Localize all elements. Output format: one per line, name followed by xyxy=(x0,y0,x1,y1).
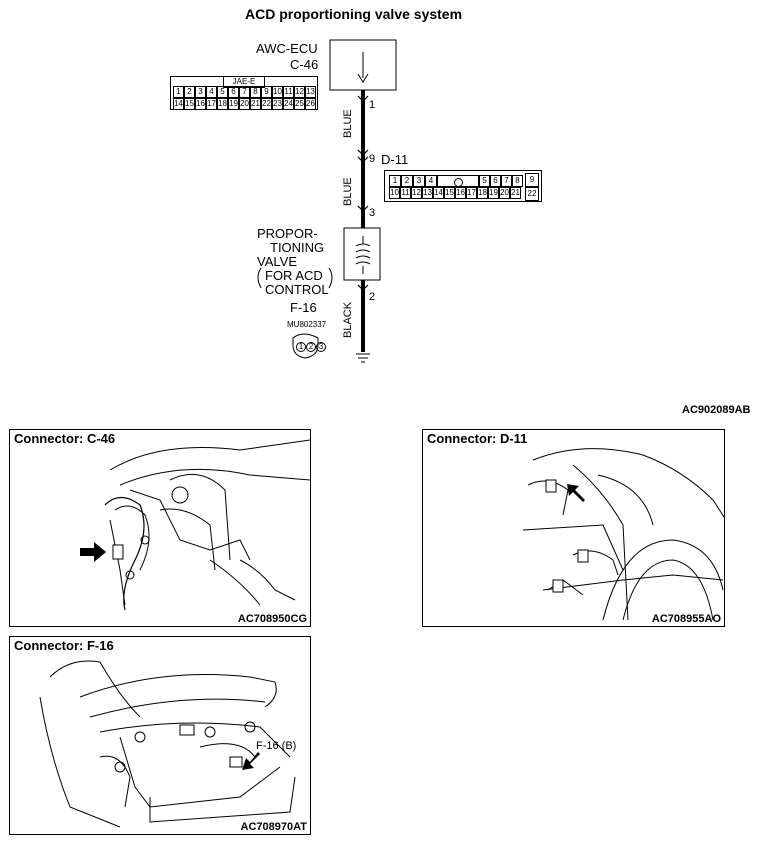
connector-pin: 10 xyxy=(389,187,400,199)
panel-connector-f16: Connector: F-16 F-16 (B) AC708970AT xyxy=(9,636,311,835)
connector-pin: 5 xyxy=(217,86,228,98)
connector-pin: 24 xyxy=(283,98,294,110)
connector-pin: 17 xyxy=(206,98,217,110)
connector-pin: 18 xyxy=(217,98,228,110)
connector-pin: 6 xyxy=(228,86,239,98)
connector-pin: 7 xyxy=(239,86,250,98)
panel-code-c46: AC708950CG xyxy=(237,613,307,625)
f16-pin: 2 xyxy=(306,342,316,352)
connector-pin: 2 xyxy=(401,175,413,187)
connector-pin: 14 xyxy=(433,187,444,199)
c46-location-illustration xyxy=(80,439,310,611)
connector-pin: 10 xyxy=(272,86,283,98)
wire-color-2: BLUE xyxy=(342,177,354,206)
connector-pin: 15 xyxy=(184,98,195,110)
connector-pin: 16 xyxy=(195,98,206,110)
wire-color-3: BLACK xyxy=(342,301,354,338)
f16-connector-label: F-16 xyxy=(290,300,317,315)
pin-label-2: 2 xyxy=(369,291,376,303)
connector-pin: 8 xyxy=(250,86,261,98)
connector-pin: 26 xyxy=(305,98,316,110)
valve-line-2: TIONING xyxy=(270,240,325,255)
ecu-name: AWC-ECU xyxy=(256,41,318,56)
valve-line-3: VALVE xyxy=(257,254,297,269)
connector-pin: 5 xyxy=(479,175,490,187)
f16-pin: 3 xyxy=(316,342,326,352)
valve-line-1: PROPOR- xyxy=(257,226,318,241)
d11-location-illustration xyxy=(522,448,724,621)
ecu-connector-label: C-46 xyxy=(290,57,319,72)
d11-connector-label: D-11 xyxy=(381,152,409,167)
d11-pin-9: 9 xyxy=(525,173,539,187)
connector-pin: 17 xyxy=(466,187,477,199)
connector-pin: 11 xyxy=(283,86,294,98)
connector-pin: 12 xyxy=(294,86,305,98)
connector-pin: 21 xyxy=(510,187,521,199)
panel-connector-d11: Connector: D-11 AC708955AO xyxy=(422,429,725,627)
panel-title-d11: Connector: D-11 xyxy=(427,431,528,446)
connector-pin: 2 xyxy=(184,86,195,98)
pin-label-9: 9 xyxy=(369,153,376,165)
connector-pin: 8 xyxy=(512,175,523,187)
panel-code-d11: AC708955AO xyxy=(651,613,721,625)
c46-tag: JAE-E xyxy=(223,76,265,88)
connector-pin: 23 xyxy=(272,98,283,110)
diagram-code: AC902089AB xyxy=(682,404,751,416)
connector-pin: 13 xyxy=(305,86,316,98)
panel-title-c46: Connector: C-46 xyxy=(14,431,116,446)
connector-pin: 6 xyxy=(490,175,501,187)
panel-code-f16: AC708970AT xyxy=(240,821,307,833)
connector-pin: 25 xyxy=(294,98,305,110)
wire-color-1: BLUE xyxy=(342,109,354,138)
connector-pin: 13 xyxy=(422,187,433,199)
valve-line-4: FOR ACD xyxy=(265,268,323,283)
page-title: ACD proportioning valve system xyxy=(245,6,463,22)
connector-pin: 19 xyxy=(488,187,499,199)
connector-pin: 11 xyxy=(400,187,411,199)
connector-pin: 22 xyxy=(261,98,272,110)
connector-pin: 18 xyxy=(477,187,488,199)
connector-pin: 4 xyxy=(425,175,437,187)
connector-pin: 1 xyxy=(173,86,184,98)
connector-pin: 20 xyxy=(239,98,250,110)
wiring-diagram xyxy=(257,39,397,363)
connector-pin: 15 xyxy=(444,187,455,199)
connector-pin: 1 xyxy=(389,175,401,187)
connector-pin: 9 xyxy=(261,86,272,98)
valve-line-5: CONTROL xyxy=(265,282,329,297)
f16-callout: F-16 (B) xyxy=(256,740,297,752)
connector-pin: 20 xyxy=(499,187,510,199)
d11-arrow-icon xyxy=(567,484,585,502)
connector-pin: 3 xyxy=(195,86,206,98)
f16-location-illustration xyxy=(39,660,296,828)
d11-pin-22: 22 xyxy=(525,187,539,201)
c46-arrow-icon xyxy=(80,542,106,562)
f16-part-number: MU802337 xyxy=(287,320,327,329)
connector-pin: 4 xyxy=(206,86,217,98)
connector-pin: 12 xyxy=(411,187,422,199)
panel-connector-c46: Connector: C-46 AC708950CG xyxy=(9,429,311,627)
connector-pin: 14 xyxy=(173,98,184,110)
connector-pin: 19 xyxy=(228,98,239,110)
panel-title-f16: Connector: F-16 xyxy=(14,638,114,653)
f16-pin: 1 xyxy=(296,342,306,352)
connector-pin: 7 xyxy=(501,175,512,187)
pin-label-1: 1 xyxy=(369,99,376,111)
f16-arrow-icon xyxy=(242,752,260,770)
connector-pin: 16 xyxy=(455,187,466,199)
pin-label-3: 3 xyxy=(369,207,376,219)
valve-box xyxy=(343,227,381,281)
connector-pin: 3 xyxy=(413,175,425,187)
connector-pin: 21 xyxy=(250,98,261,110)
